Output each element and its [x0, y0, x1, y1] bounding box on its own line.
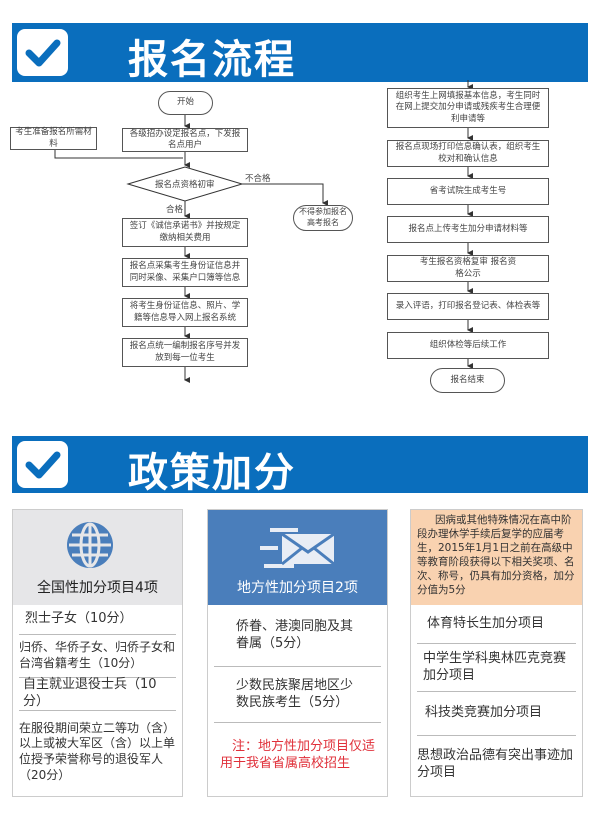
globe-icon	[67, 522, 113, 568]
flow-fail-label: 不合格	[245, 174, 271, 184]
card-intro: 因病或其他特殊情况在高中阶段办理休学手续后复学的应届考生，2015年1月1日之前…	[417, 514, 575, 596]
flow-step: 组织体检等后续工作	[387, 332, 549, 359]
flow-step: 将考生身份证信息、照片、学籍等信息导入网上报名系统	[122, 298, 248, 327]
flow-step: 组织考生上网填报基本信息，考生同时在网上提交加分申请或残疾考生合理便利申请等	[387, 88, 549, 128]
list-item: 在服役期间荣立二等功（含）以上或被大军区（含）以上单位授予荣誉称号的退役军人（2…	[19, 720, 176, 782]
card-special: 因病或其他特殊情况在高中阶段办理休学手续后复学的应届考生，2015年1月1日之前…	[410, 509, 583, 797]
flow-step: 省考试院生成考生号	[387, 178, 549, 205]
section-banner-registration: 报名流程	[12, 23, 588, 83]
flow-step: 报名点上传考生加分申请材料等	[387, 216, 549, 243]
card-title: 全国性加分项目4项	[37, 580, 158, 596]
flowchart-connectors	[54, 80, 473, 383]
section-title: 报名流程	[128, 37, 296, 83]
flow-fail-end: 不得参加报名高考报名	[293, 205, 353, 231]
envelope-icon	[260, 528, 335, 568]
flow-pass-label: 合格	[166, 205, 184, 215]
list-item: 自主就业退役士兵（10分）	[19, 677, 176, 711]
card-title: 地方性加分项目2项	[237, 580, 358, 596]
flow-decision: 报名点资格初审	[155, 180, 215, 190]
list-item: 思想政治品德有突出事迹加分项目	[417, 748, 574, 780]
checkbox-icon	[17, 441, 68, 488]
list-item: 归侨、华侨子女、归侨子女和台湾省籍考生（10分）	[19, 635, 176, 678]
flow-step: 报名点采集考生身份证信息并同时采像、采集户口簿等信息	[122, 258, 248, 287]
flow-step: 考生报名资格复审 报名资格公示	[387, 255, 549, 282]
list-item: 体育特长生加分项目	[417, 605, 576, 644]
flow-step: 签订《诚信承诺书》并按规定缴纳相关费用	[122, 218, 248, 247]
card-local: 地方性加分项目2项 侨眷、港澳同胞及其眷属（5分） 少数民族聚居地区少数民族考生…	[207, 509, 388, 797]
flow-step: 录入评语，打印报名登记表、体检表等	[387, 293, 549, 320]
flow-start: 开始	[158, 91, 213, 115]
section-title: 政策加分	[128, 450, 296, 496]
flow-step: 各级招办设定报名点，下发报名点用户	[122, 128, 248, 152]
flow-step: 报名点统一编制报名序号并发放到每一位考生	[122, 338, 248, 367]
checkbox-icon	[17, 29, 68, 76]
flow-side-box: 考生准备报名所需材料	[10, 127, 97, 150]
section-banner-bonus: 政策加分	[12, 436, 588, 496]
flow-step: 报名点现场打印信息确认表，组织考生校对和确认信息	[387, 140, 549, 167]
list-item: 科技类竞赛加分项目	[417, 692, 576, 736]
list-item: 中学生学科奥林匹克竞赛加分项目	[417, 644, 576, 692]
flow-end: 报名结束	[430, 368, 505, 393]
list-item: 烈士子女（10分）	[19, 605, 176, 635]
note: 注：地方性加分项目仅适用于我省省属高校招生	[220, 739, 376, 771]
list-item: 少数民族聚居地区少数民族考生（5分）	[214, 667, 381, 723]
list-item: 侨眷、港澳同胞及其眷属（5分）	[214, 605, 381, 667]
card-national: 全国性加分项目4项 烈士子女（10分） 归侨、华侨子女、归侨子女和台湾省籍考生（…	[12, 509, 183, 797]
